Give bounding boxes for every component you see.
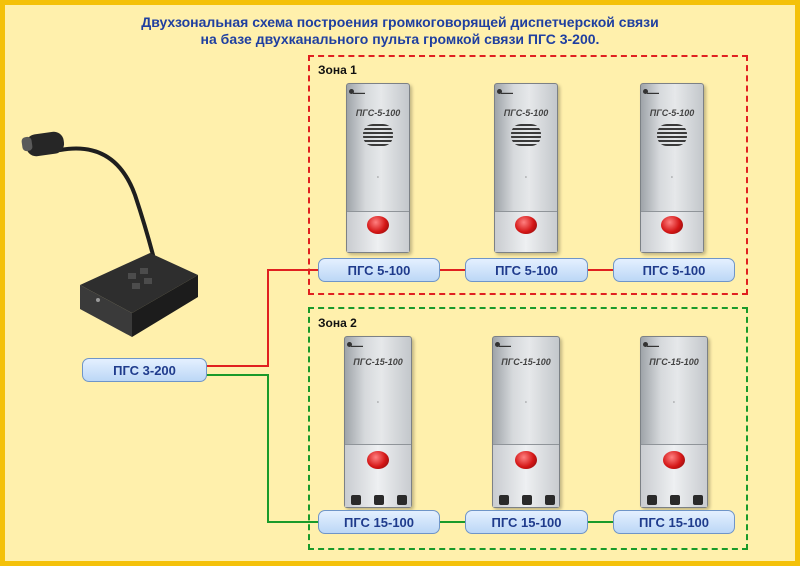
zone-2-unit-label-2: ПГС 15-100 xyxy=(465,510,588,534)
device-lower-panel xyxy=(495,211,557,252)
cable-gland-icon xyxy=(693,495,703,505)
device-lower-panel xyxy=(493,444,559,507)
cable-gland-icon xyxy=(351,495,361,505)
console-label: ПГС 3-200 xyxy=(82,358,207,382)
zone-1-label: Зона 1 xyxy=(318,63,357,77)
device-lower-panel xyxy=(347,211,409,252)
cable-gland-icon xyxy=(670,495,680,505)
brand-mark-icon: ▬▬▬ xyxy=(501,90,513,95)
device-lower-panel xyxy=(641,444,707,507)
zone-1-device-2: ▬▬▬ ПГС-5-100 • xyxy=(494,83,558,253)
zone-2-device-1: ▬▬▬ ПГС-15-100 • xyxy=(344,336,412,508)
cable-glands xyxy=(493,495,559,505)
zone-1-unit-label-3: ПГС 5-100 xyxy=(613,258,735,282)
brand-logo-icon xyxy=(497,89,502,94)
zone-1-device-3: ▬▬▬ ПГС-5-100 • xyxy=(640,83,704,253)
zone-1-device-1: ▬▬▬ ПГС-5-100 • xyxy=(346,83,410,253)
call-button-icon xyxy=(515,451,537,469)
zone-2-device-2: ▬▬▬ ПГС-15-100 • xyxy=(492,336,560,508)
cable-gland-icon xyxy=(545,495,555,505)
zone-1-boundary xyxy=(308,55,748,295)
zone-2-device-3: ▬▬▬ ПГС-15-100 • xyxy=(640,336,708,508)
brand-logo-icon xyxy=(643,89,648,94)
call-button-icon xyxy=(663,451,685,469)
cable-glands xyxy=(641,495,707,505)
cable-gland-icon xyxy=(647,495,657,505)
microphone-hole-icon: • xyxy=(525,174,527,179)
device-model-text: ПГС-5-100 xyxy=(649,108,695,118)
zone-2-boundary xyxy=(308,307,748,550)
zone-2-label: Зона 2 xyxy=(318,316,357,330)
device-model-text: ПГС-5-100 xyxy=(503,108,549,118)
microphone-hole-icon: • xyxy=(671,174,673,179)
brand-mark-icon: ▬▬▬ xyxy=(647,343,659,348)
zone-2-unit-label-1: ПГС 15-100 xyxy=(318,510,440,534)
brand-mark-icon: ▬▬▬ xyxy=(499,343,511,348)
speaker-grill-icon xyxy=(363,124,393,146)
brand-mark-icon: ▬▬▬ xyxy=(353,90,365,95)
brand-logo-icon xyxy=(347,342,352,347)
zone-1-unit-label-1: ПГС 5-100 xyxy=(318,258,440,282)
call-button-icon xyxy=(367,451,389,469)
call-button-icon xyxy=(661,216,683,234)
microphone-hole-icon: • xyxy=(377,399,379,404)
brand-logo-icon xyxy=(349,89,354,94)
microphone-hole-icon: • xyxy=(525,399,527,404)
zone-2-unit-label-3: ПГС 15-100 xyxy=(613,510,735,534)
brand-mark-icon: ▬▬▬ xyxy=(647,90,659,95)
zone-1-trunk-line xyxy=(206,269,318,367)
device-lower-panel xyxy=(641,211,703,252)
call-button-icon xyxy=(367,216,389,234)
cable-gland-icon xyxy=(522,495,532,505)
call-button-icon xyxy=(515,216,537,234)
title-line-2: на базе двухканального пульта громкой св… xyxy=(200,31,600,47)
speaker-grill-icon xyxy=(657,124,687,146)
device-model-text: ПГС-15-100 xyxy=(353,357,403,367)
device-model-text: ПГС-15-100 xyxy=(501,357,551,367)
title-line-1: Двухзональная схема построения громкогов… xyxy=(141,14,659,30)
device-model-text: ПГС-15-100 xyxy=(649,357,699,367)
cable-gland-icon xyxy=(499,495,509,505)
diagram-title: Двухзональная схема построения громкогов… xyxy=(0,14,800,48)
device-model-text: ПГС-5-100 xyxy=(355,108,401,118)
brand-mark-icon: ▬▬▬ xyxy=(351,343,363,348)
zone-2-trunk-line xyxy=(206,374,318,523)
speaker-grill-icon xyxy=(511,124,541,146)
cable-gland-icon xyxy=(397,495,407,505)
brand-logo-icon xyxy=(495,342,500,347)
cable-gland-icon xyxy=(374,495,384,505)
zone-1-unit-label-2: ПГС 5-100 xyxy=(465,258,588,282)
brand-logo-icon xyxy=(643,342,648,347)
microphone-hole-icon: • xyxy=(673,399,675,404)
device-lower-panel xyxy=(345,444,411,507)
cable-glands xyxy=(345,495,411,505)
microphone-hole-icon: • xyxy=(377,174,379,179)
desk-console-icon xyxy=(21,131,198,337)
